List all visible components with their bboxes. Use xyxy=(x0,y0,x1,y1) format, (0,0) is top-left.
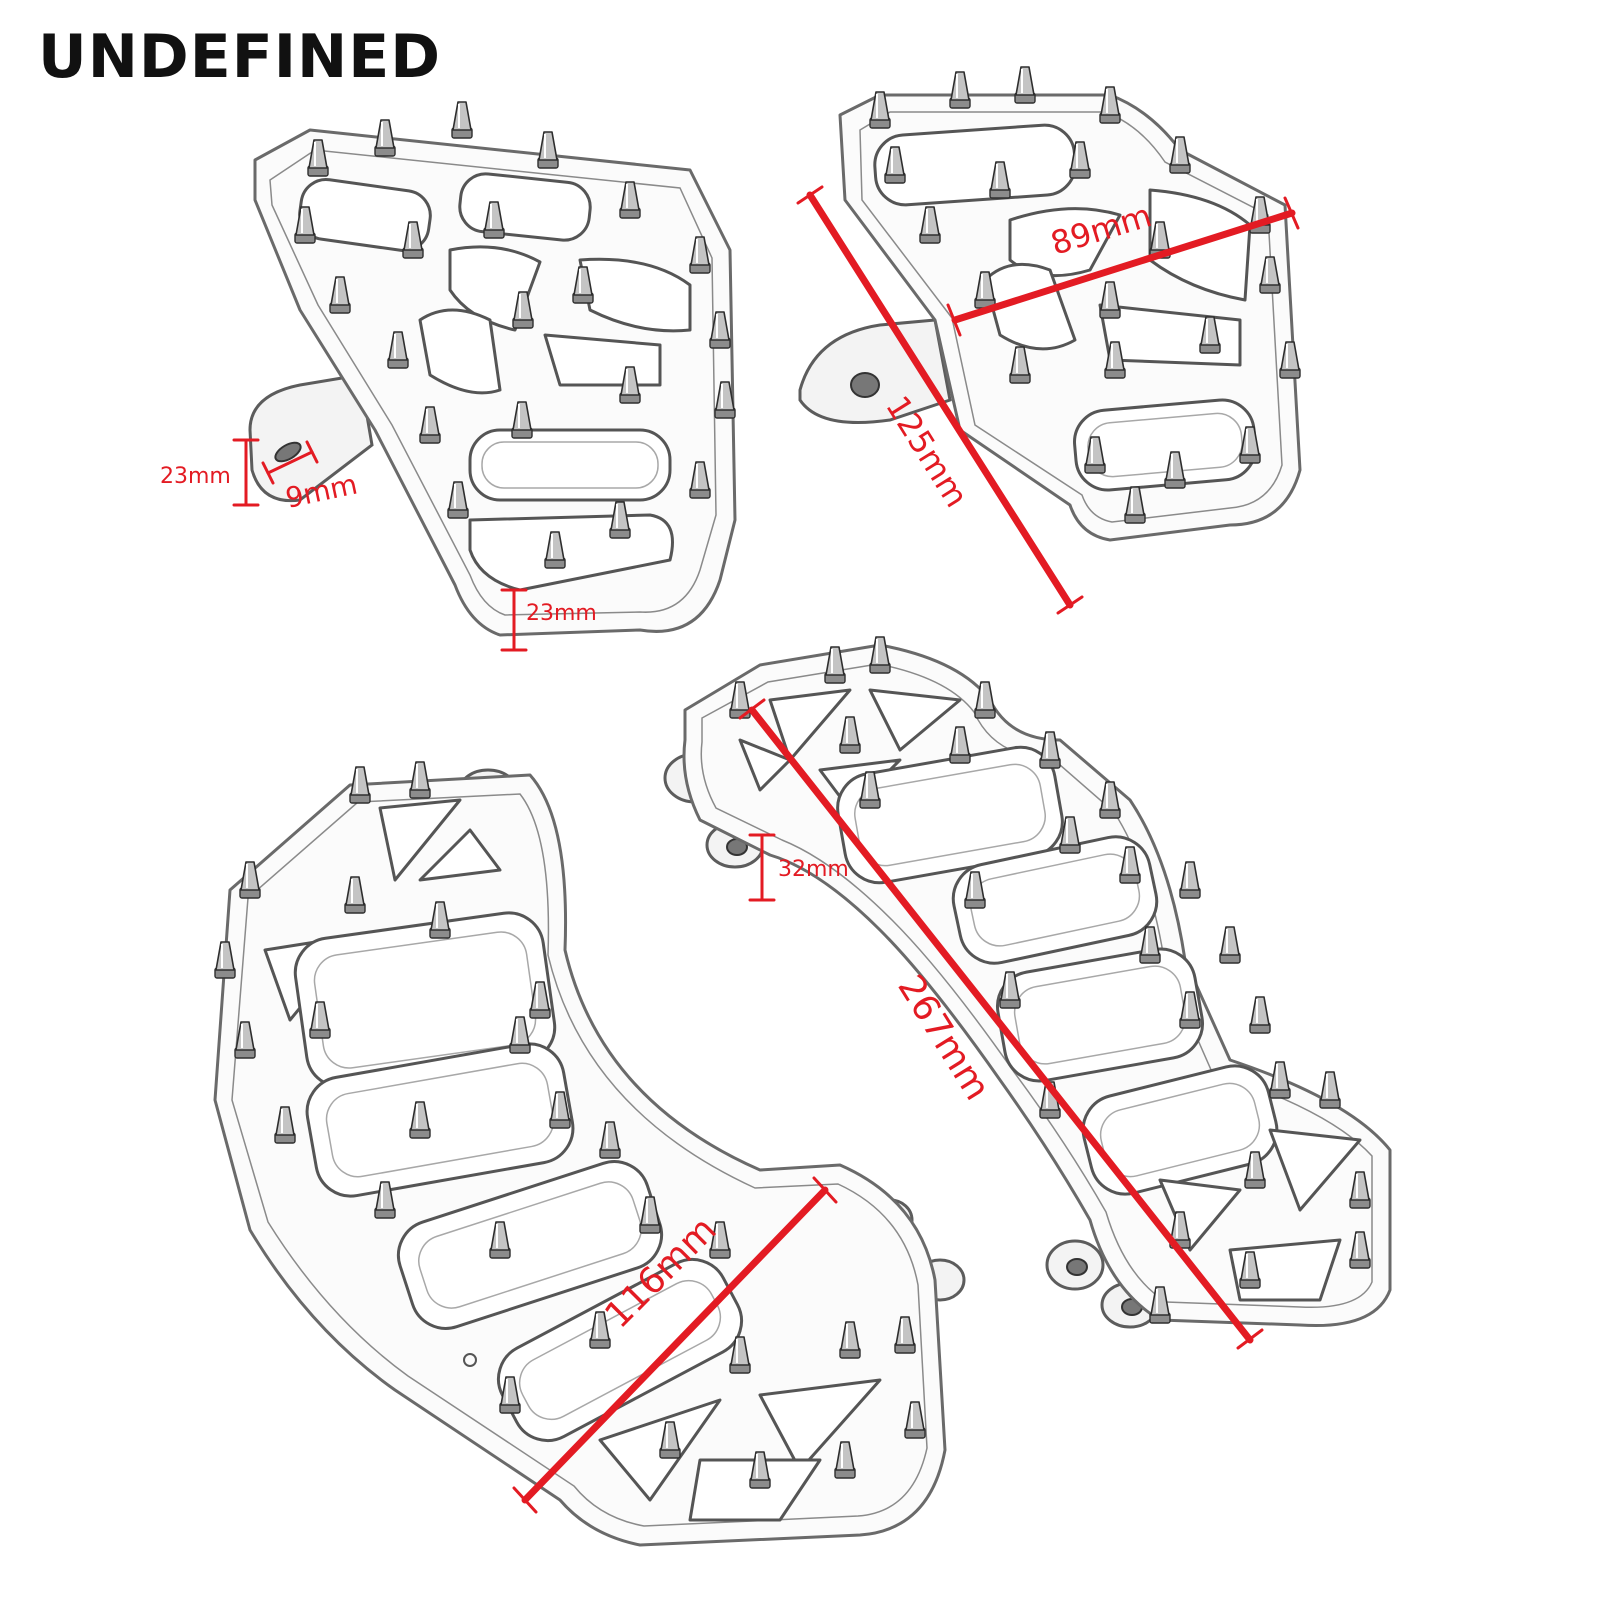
dimension-peg-thickness: 23mm xyxy=(500,588,597,652)
floorboard-left xyxy=(213,761,966,1547)
label-board-mount-height: 32mm xyxy=(778,857,849,882)
brand-title: UNDEFINED xyxy=(38,22,442,92)
label-peg-thickness: 23mm xyxy=(526,601,597,626)
peg-mount-hole-right xyxy=(850,372,880,398)
dimension-board-mount-height: 32mm xyxy=(748,833,849,902)
peg-mount-tab xyxy=(248,373,374,503)
label-peg-mount-height: 23mm xyxy=(160,464,231,489)
peg-mount-tab-right xyxy=(798,318,952,424)
foot-peg-right xyxy=(798,66,1302,542)
dimension-peg-mount-height: 23mm xyxy=(160,438,260,507)
peg-mount-hole xyxy=(274,441,302,463)
foot-peg-left xyxy=(248,101,737,637)
floorboard-right xyxy=(663,636,1392,1329)
